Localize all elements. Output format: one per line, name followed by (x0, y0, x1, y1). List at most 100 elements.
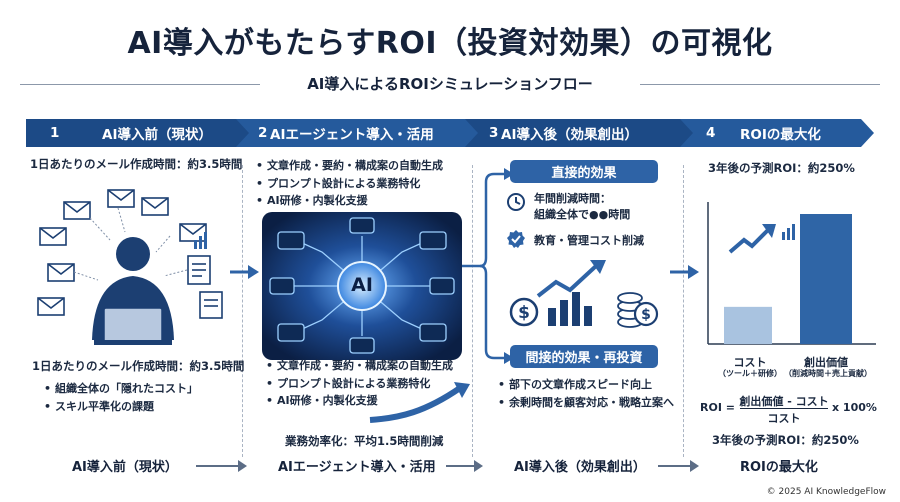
laptop-icon (103, 307, 163, 343)
step-2-title: AIエージェント導入・活用 (270, 127, 434, 143)
list-item: AI研修・内製化支援 (256, 192, 443, 210)
copyright: © 2025 AI KnowledgeFlow (766, 487, 886, 497)
chat-bubble-icon (277, 231, 305, 250)
timeline-arrow-icon (238, 460, 247, 472)
col1-bullets: 組織全体の「隠れたコスト」 スキル平準化の課題 (44, 380, 198, 415)
document-icon (199, 291, 223, 319)
chat-bubble-icon (429, 277, 455, 295)
list-item: 部下の文章作成スピード向上 (498, 376, 674, 394)
list-item: 余剰時間を顧客対応・戦略立案へ (498, 394, 674, 412)
list-item: 組織全体の「隠れたコスト」 (44, 380, 198, 398)
dollar-coin-icon (633, 301, 659, 327)
document-icon (187, 255, 211, 285)
ai-core (337, 261, 387, 311)
bar-cost-sublabel: （ツール＋研修） (718, 369, 782, 378)
step-1-number: 1 (50, 125, 60, 141)
step-2-number: 2 (258, 125, 268, 141)
timeline-connector (446, 465, 476, 467)
timeline-connector (196, 465, 240, 467)
bar-cost (724, 306, 772, 344)
bar-value-label: 創出価値 (804, 356, 848, 369)
chat-bubble-icon (349, 337, 375, 354)
timeline-arrow-icon (474, 460, 483, 472)
envelope-icon (37, 297, 65, 316)
list-item: プロンプト設計による業務特化 (266, 375, 453, 393)
col1-top-text: 1日あたりのメール作成時間：約3.5時間 (30, 157, 243, 171)
step-4-chevron: 4 ROIの最大化 (680, 119, 874, 147)
col2-top-bullets: 文章作成・要約・構成案の自動生成 プロンプト設計による業務特化 AI研修・内製化… (256, 157, 443, 210)
branch-arrow-icon (462, 168, 514, 364)
col2-bottom-bullets: 文章作成・要約・構成案の自動生成 プロンプト設計による業務特化 AI研修・内製化… (266, 357, 453, 410)
growth-arrow-icon (369, 382, 470, 423)
col2-efficiency-text: 業務効率化：平均1.5時間削減 (285, 434, 444, 448)
subtitle: AI導入によるROIシミュレーションフロー (307, 75, 593, 93)
bar-created-value (800, 214, 852, 344)
step-3-title: AI導入後（効果創出） (501, 127, 638, 143)
column-separator (683, 165, 684, 457)
formula-numerator: 創出価値 - コスト (739, 395, 829, 408)
bar-value-sublabel: （削減時間＋売上貢献） (784, 369, 872, 378)
bottom-label-2: AIエージェント導入・活用 (278, 460, 436, 475)
direct-time-line-2: 組織全体で●●時間 (534, 208, 631, 221)
dollar-coin-icon (509, 297, 539, 327)
col1-bottom-text: 1日あたりのメール作成時間：約3.5時間 (32, 359, 245, 373)
envelope-icon (107, 189, 135, 208)
step-2-chevron: 2 AIエージェント導入・活用 (236, 119, 480, 147)
chat-bubble-icon (277, 323, 305, 342)
chat-bubble-icon (269, 277, 295, 295)
subtitle-row: AI導入によるROIシミュレーションフロー (20, 73, 880, 95)
subtitle-rule-left (20, 84, 260, 85)
list-item: スキル平準化の課題 (44, 398, 198, 416)
flow-arrow-icon (230, 265, 259, 279)
chat-bubble-icon (419, 231, 447, 250)
list-item: AI研修・内製化支援 (266, 392, 453, 410)
bar-cost-label: コスト (733, 356, 767, 369)
roi-bar-chart (707, 202, 876, 345)
step-3-chevron: 3 AI導入後（効果創出） (465, 119, 695, 147)
chat-bubble-icon (419, 323, 447, 342)
formula-prefix: ROI = (700, 401, 735, 414)
subtitle-rule-right (640, 84, 880, 85)
bottom-label-3: AI導入後（効果創出） (514, 460, 646, 475)
indirect-effect-header: 間接的効果・再投資 (510, 345, 658, 368)
ai-network-illustration (262, 212, 462, 360)
bottom-label-1: AI導入前（現状） (72, 460, 178, 475)
formula-fraction-bar (740, 408, 828, 410)
verified-badge-icon (507, 230, 525, 248)
col3-indirect-bullets: 部下の文章作成スピード向上 余剰時間を顧客対応・戦略立案へ (498, 376, 674, 411)
list-item: 文章作成・要約・構成案の自動生成 (256, 157, 443, 175)
list-item: プロンプト設計による業務特化 (256, 175, 443, 193)
direct-cost-text: 教育・管理コスト削減 (534, 234, 644, 247)
svg-text:$: $ (641, 307, 651, 323)
envelope-icon (39, 227, 67, 246)
direct-effect-header: 直接的効果 (510, 160, 658, 183)
ai-core-label: AI (351, 274, 373, 296)
column-separator (242, 165, 243, 457)
step-4-title: ROIの最大化 (740, 127, 821, 143)
col4-bottom-text: 3年後の予測ROI：約250% (712, 433, 859, 447)
page-title: AI導入がもたらすROI（投資対効果）の可視化 (127, 26, 773, 61)
person-head (116, 237, 150, 271)
formula-denominator: コスト (767, 412, 801, 425)
clock-icon (507, 193, 525, 211)
chat-bubble-icon (349, 217, 375, 234)
flow-arrow-icon (670, 265, 699, 279)
step-3-number: 3 (489, 125, 499, 141)
growth-chart-illustration: $ $ (509, 260, 659, 328)
trend-arrow-icon (728, 224, 776, 254)
step-4-number: 4 (706, 125, 716, 141)
step-1-chevron: 1 AI導入前（現状） (26, 119, 252, 147)
timeline-connector (658, 465, 692, 467)
envelope-icon (63, 201, 91, 220)
step-1-title: AI導入前（現状） (102, 127, 212, 143)
direct-time-line-1: 年間削減時間： (534, 192, 611, 205)
formula-suffix: x 100% (832, 401, 877, 414)
column-separator (472, 165, 473, 457)
col4-top-text: 3年後の予測ROI：約250% (708, 161, 855, 175)
envelope-icon (141, 197, 169, 216)
svg-text:$: $ (518, 303, 530, 323)
bottom-label-4: ROIの最大化 (740, 460, 818, 475)
list-item: 文章作成・要約・構成案の自動生成 (266, 357, 453, 375)
timeline-arrow-icon (690, 460, 699, 472)
overworked-person-illustration (37, 189, 223, 345)
